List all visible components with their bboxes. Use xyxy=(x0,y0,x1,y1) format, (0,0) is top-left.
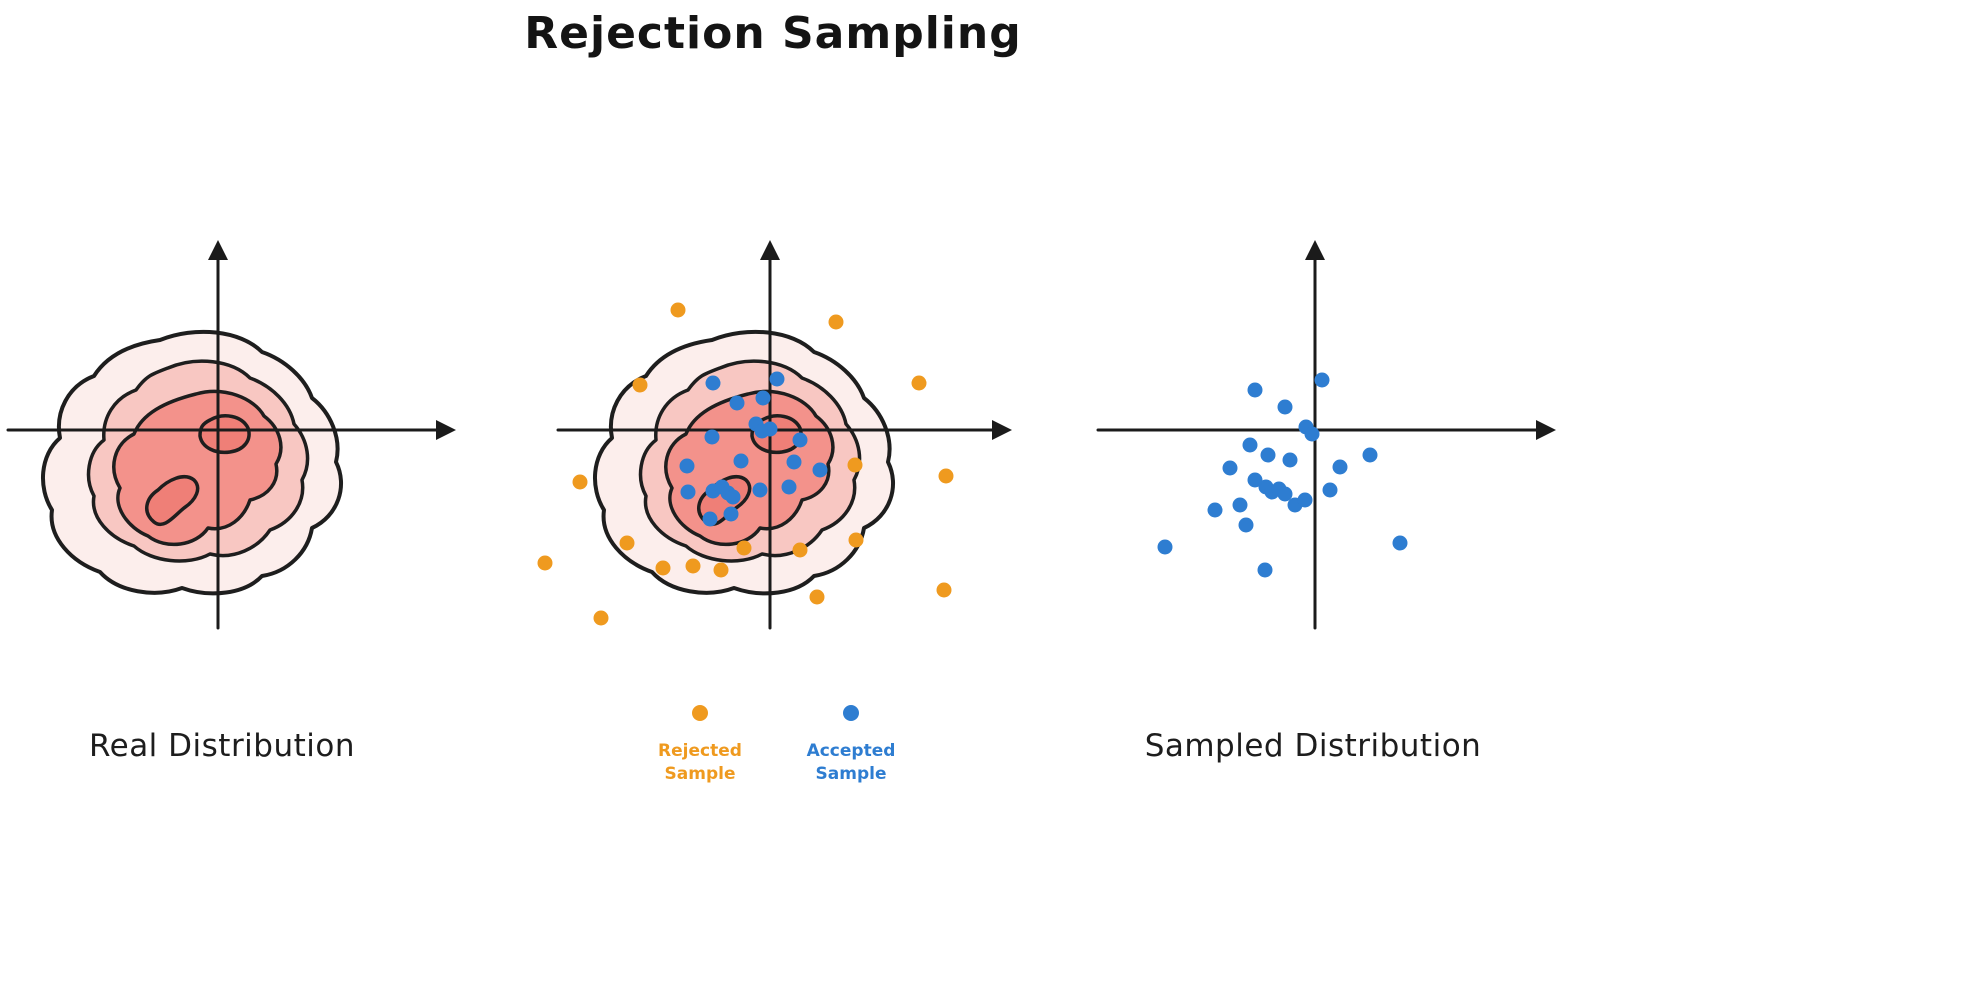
accepted-samples-dots xyxy=(679,371,828,527)
diagram-title: Rejection Sampling xyxy=(524,8,1022,59)
legend-accepted-label: Accepted Sample xyxy=(806,741,896,784)
legend-rejected-dot xyxy=(692,705,708,721)
contour-plot-left xyxy=(40,329,344,596)
rejected-samples-dots xyxy=(537,302,954,626)
legend-accepted-dot xyxy=(843,705,859,721)
caption-real-distribution: Real Distribution xyxy=(88,728,356,764)
caption-sampled-distribution: Sampled Distribution xyxy=(1144,728,1482,764)
legend-rejected-label: Rejected Sample xyxy=(658,741,742,784)
sampled-distribution-dots xyxy=(1157,372,1408,578)
